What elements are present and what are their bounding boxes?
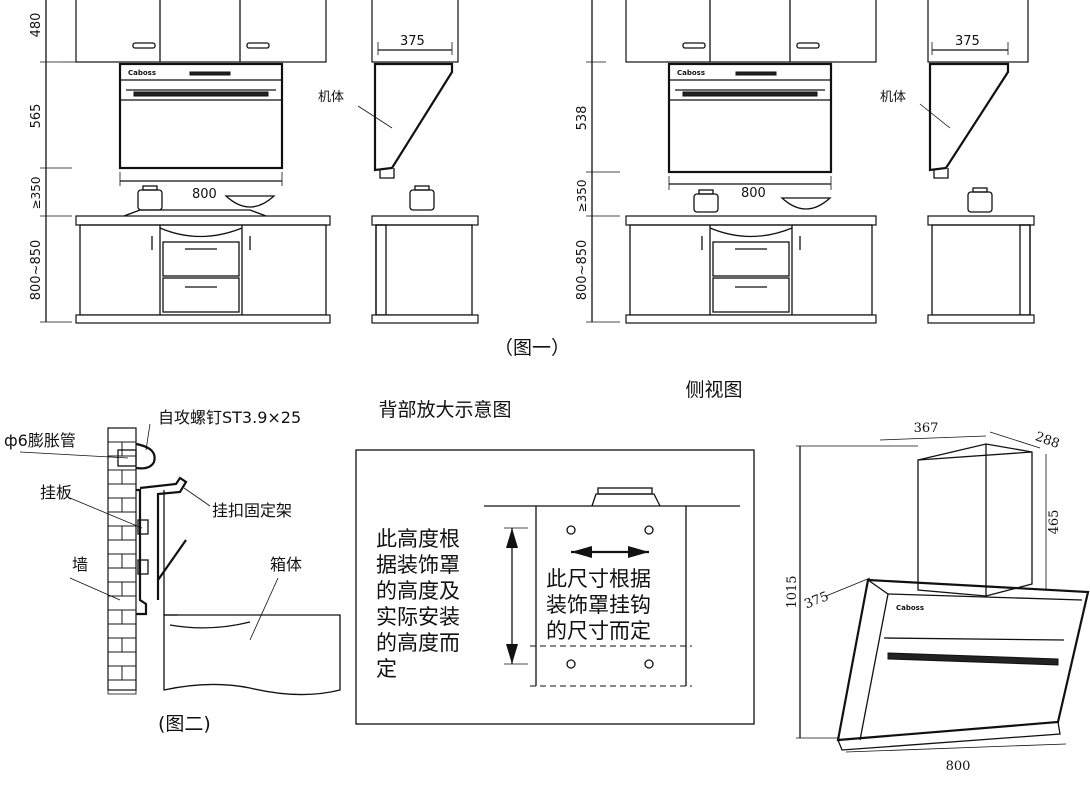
side-base-cabinet-2 (931, 224, 1031, 316)
hook-hole (566, 659, 576, 669)
duct-cover (917, 443, 1033, 597)
back-detail-frame (355, 449, 755, 725)
dim-counter-height: 800~850 (29, 240, 44, 301)
wok-icon-2 (780, 197, 832, 210)
dim-counter-height-2: 800~850 (575, 240, 590, 301)
dim-hood-depth: 375 (802, 589, 831, 612)
svg-text:的高度及: 的高度及 (376, 579, 460, 603)
range-hood-front-2 (667, 62, 833, 174)
label-anchor-tube: ф6膨胀管 (4, 431, 76, 450)
dim-hood-height: 565 (29, 104, 44, 129)
hook-bracket (139, 476, 188, 600)
svg-text:此尺寸根据: 此尺寸根据 (546, 567, 651, 591)
dim-duct-height: 465 (1047, 510, 1062, 535)
svg-text:据装饰罩: 据装饰罩 (376, 553, 460, 577)
upper-cabinet (75, 0, 327, 63)
side-upper-cabinet (371, 0, 459, 63)
fig1-left-front-view: Caboss 800 480 565 ≥350 800~850 (29, 0, 331, 324)
fig1-left-side-view: 375 机体 (318, 0, 479, 324)
body-label-2: 机体 (880, 90, 906, 105)
iso-vent-strip (887, 652, 1059, 666)
hook-hole (644, 525, 654, 535)
fig1-right-front-view: Caboss 800 538 ≥350 800~850 (575, 0, 877, 324)
fig2-wall-mount-detail: ф6膨胀管 自攻螺钉ST3.9×25 挂板 挂扣固定架 墙 箱体 (图二) (4, 408, 341, 735)
pot-icon-2 (693, 193, 719, 213)
wok-icon (224, 195, 276, 208)
fig1-right-side-view: 375 机体 (880, 0, 1035, 324)
brick (107, 679, 137, 695)
hanging-plate (136, 488, 148, 616)
iso-brand-logo: Caboss (896, 604, 924, 612)
side-countertop (371, 215, 479, 226)
dim-gap: ≥350 (29, 177, 43, 210)
body-label: 机体 (318, 90, 344, 105)
dim-gap-2: ≥350 (575, 180, 589, 213)
width-note: 此尺寸根据 装饰罩挂钩 的尺寸而定 (546, 567, 651, 643)
side-pot-icon-2 (967, 191, 993, 213)
base-cabinet (79, 224, 327, 316)
hood-side-profile-2 (928, 62, 1010, 172)
dim-hood-width-2: 800 (741, 186, 766, 201)
dim-hood-width: 800 (192, 187, 217, 202)
label-body: 箱体 (270, 555, 302, 574)
dim-duct-width: 367 (914, 421, 939, 436)
hood-brand-logo-2: Caboss (677, 69, 705, 77)
back-detail-diagram: 背部放大示意图 此高度根 据装饰罩 的高度及 实际安装 的高度而 定 (355, 399, 755, 725)
dim-side-depth: 375 (400, 34, 425, 49)
dim-hood-height-2: 538 (575, 106, 590, 131)
height-note: 此高度根 据装饰罩 的高度及 实际安装 的高度而 定 (376, 527, 460, 681)
label-screw: 自攻螺钉ST3.9×25 (158, 408, 301, 427)
countertop-2 (625, 215, 877, 226)
svg-text:此高度根: 此高度根 (376, 527, 460, 551)
screw-head (135, 442, 156, 470)
base-cabinet-2 (629, 224, 873, 316)
figure1-caption: （图一） (494, 337, 570, 359)
svg-text:装饰罩挂钩: 装饰罩挂钩 (546, 593, 651, 617)
duct-outlet (591, 493, 661, 507)
dim-upper-cabinet: 480 (29, 13, 44, 38)
label-wall: 墙 (72, 555, 88, 574)
side-base-cabinet (375, 224, 473, 316)
side-pot-icon (409, 189, 435, 211)
svg-text:实际安装: 实际安装 (376, 605, 460, 629)
dim-total-height: 1015 (785, 575, 800, 608)
label-hanging-plate: 挂板 (40, 483, 72, 502)
dim-duct-depth: 288 (1033, 429, 1061, 452)
brick-wall (107, 427, 137, 695)
back-detail-title: 背部放大示意图 (378, 399, 511, 421)
hook-hole (644, 659, 654, 669)
side-upper-cabinet-2 (927, 0, 1029, 63)
hood-vent-strip (133, 91, 269, 97)
dim-hood-width-iso: 800 (946, 759, 971, 774)
range-hood-front (118, 62, 284, 170)
expansion-tube (117, 449, 137, 467)
svg-text:定: 定 (376, 657, 397, 681)
pot-icon (137, 189, 163, 211)
side-countertop-2 (927, 215, 1035, 226)
svg-text:的尺寸而定: 的尺寸而定 (546, 619, 651, 643)
hood-control-panel (189, 71, 231, 76)
hood-side-profile (373, 62, 454, 172)
svg-text:的高度而: 的高度而 (376, 631, 460, 655)
upper-cabinet-2 (625, 0, 877, 63)
bracket-brace (157, 539, 187, 581)
isometric-hood-view: Caboss 1015 367 288 465 375 800 (785, 421, 1090, 774)
side-view-label: 侧视图 (685, 379, 742, 401)
hood-brand-logo: Caboss (128, 69, 156, 77)
dim-side-depth-2: 375 (955, 34, 980, 49)
hook-hole (566, 525, 576, 535)
countertop (75, 215, 331, 226)
label-bracket: 挂扣固定架 (212, 501, 292, 520)
figure2-caption: (图二) (158, 713, 211, 735)
box-body (163, 614, 341, 696)
